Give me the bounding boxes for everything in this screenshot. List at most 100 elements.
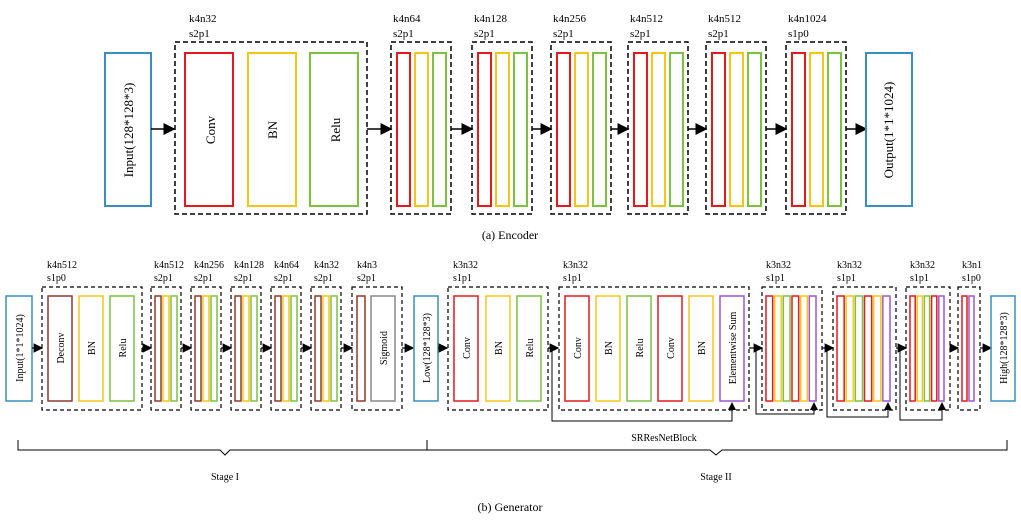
conv-block xyxy=(791,52,806,207)
encoder-input-label: Input(128*128*3) xyxy=(121,83,136,178)
bn-block xyxy=(162,295,170,402)
gen-k-2: k4n256 xyxy=(194,260,224,271)
gen-s-5: s2p1 xyxy=(314,273,333,284)
gen2-group-5 xyxy=(957,286,981,411)
gen2-k-5: k3n1 xyxy=(962,260,982,271)
gen2-s-2: s1p1 xyxy=(766,273,785,284)
gen-k-5: k4n32 xyxy=(314,260,339,271)
conv-label: Conv xyxy=(203,115,218,144)
relu-block xyxy=(432,52,447,207)
deconv-block xyxy=(47,295,73,402)
bn-label: BN xyxy=(697,341,708,355)
deconv-block xyxy=(194,295,202,402)
relu-block xyxy=(827,52,842,207)
conv-block xyxy=(909,295,916,402)
deconv-block xyxy=(234,295,242,402)
conv-block xyxy=(564,295,590,402)
skip-connection xyxy=(899,348,946,421)
generator: Input(1*1*1024) k4n512 s1p0 Deconv BN Re… xyxy=(5,260,1016,514)
bn-block xyxy=(282,295,290,402)
enc-s-6: s1p0 xyxy=(788,28,809,40)
bn-block xyxy=(872,295,882,402)
gen-k-6: k4n3 xyxy=(357,260,377,271)
bn-block xyxy=(651,52,666,207)
enc-k-4: k4n512 xyxy=(630,13,663,25)
stage1-brace xyxy=(17,440,428,456)
enc-s-2: s2p1 xyxy=(474,28,495,40)
skip-connection xyxy=(826,348,892,418)
elementwise-sum-block xyxy=(882,295,891,402)
stage1-label: Stage I xyxy=(211,472,239,483)
gen2-s-0: s1p1 xyxy=(453,273,472,284)
conv-block xyxy=(930,295,938,402)
gen-k-1: k4n512 xyxy=(154,260,184,271)
bn-block xyxy=(799,295,809,402)
conv-label: Conv xyxy=(462,337,473,359)
gen2-s-1: s1p1 xyxy=(563,273,582,284)
deconv-label: Deconv xyxy=(56,332,67,363)
enc-group-5 xyxy=(705,41,767,215)
enc-s-0: s2p1 xyxy=(189,28,210,40)
conv-block xyxy=(961,295,968,402)
bn-block xyxy=(414,52,429,207)
gen-s-3: s2p1 xyxy=(234,273,253,284)
conv-label: Conv xyxy=(573,337,584,359)
enc-s-5: s2p1 xyxy=(708,28,729,40)
relu-block xyxy=(309,52,359,207)
conv-block xyxy=(657,295,683,402)
stage2-label: Stage II xyxy=(700,472,731,483)
gen-group-6 xyxy=(351,286,403,411)
conv-block xyxy=(836,295,845,402)
enc-k-1: k4n64 xyxy=(393,13,421,25)
skip-connection xyxy=(551,348,736,422)
relu-block xyxy=(516,295,542,402)
conv-block xyxy=(184,52,234,207)
encoder-small-groups: k4n64s2p1k4n128s2p1k4n256s2p1k4n512s2p1k… xyxy=(390,13,868,215)
enc-k-2: k4n128 xyxy=(474,13,508,25)
relu-block xyxy=(109,295,135,402)
encoder: Input(128*128*3) k4n32 s2p1 Conv BN Relu… xyxy=(104,13,913,242)
bn-block xyxy=(574,52,589,207)
gen2-k-1: k3n32 xyxy=(563,260,588,271)
conv-block xyxy=(711,52,726,207)
enc-s-4: s2p1 xyxy=(630,28,651,40)
conv-block xyxy=(396,52,411,207)
relu-block xyxy=(290,295,298,402)
encoder-output-box xyxy=(865,52,913,207)
encoder-caption: (a) Encoder xyxy=(482,228,538,242)
gen2-k-2: k3n32 xyxy=(766,260,791,271)
deconv-block xyxy=(356,295,366,402)
enc-group-0 xyxy=(174,41,368,215)
gen-s-6: s2p1 xyxy=(357,273,376,284)
bn-block xyxy=(729,52,744,207)
bn-block xyxy=(78,295,104,402)
elementwise-sum-block xyxy=(808,295,817,402)
bn-block xyxy=(495,52,510,207)
enc-group-3 xyxy=(550,41,612,215)
gen-s-2: s2p1 xyxy=(194,273,213,284)
relu-block xyxy=(626,295,652,402)
elementwise-sum-block xyxy=(968,295,975,402)
bn-label: BN xyxy=(604,341,615,355)
gen2-group-3 xyxy=(832,286,897,411)
low-output-label: Low(128*128*3) xyxy=(422,313,433,383)
gen2-s-4: s1p1 xyxy=(910,273,929,284)
bn-block xyxy=(809,52,824,207)
gen2-k-0: k3n32 xyxy=(453,260,478,271)
relu-block xyxy=(170,295,178,402)
bn-block xyxy=(322,295,330,402)
relu-label: Relu xyxy=(118,339,129,358)
sigmoid-label: Sigmoid xyxy=(379,331,390,365)
elementwise-sum-block xyxy=(938,295,945,402)
gen-k-4: k4n64 xyxy=(274,260,299,271)
elementwise-sum-label: Elementwise Sum xyxy=(728,312,739,385)
generator-caption: (b) Generator xyxy=(478,500,543,514)
gen-k-0: k4n512 xyxy=(47,260,77,271)
deconv-block xyxy=(314,295,322,402)
bn-block xyxy=(688,295,714,402)
generator-input-label: Input(1*1*1024) xyxy=(15,314,26,382)
sigmoid-block xyxy=(370,295,396,402)
